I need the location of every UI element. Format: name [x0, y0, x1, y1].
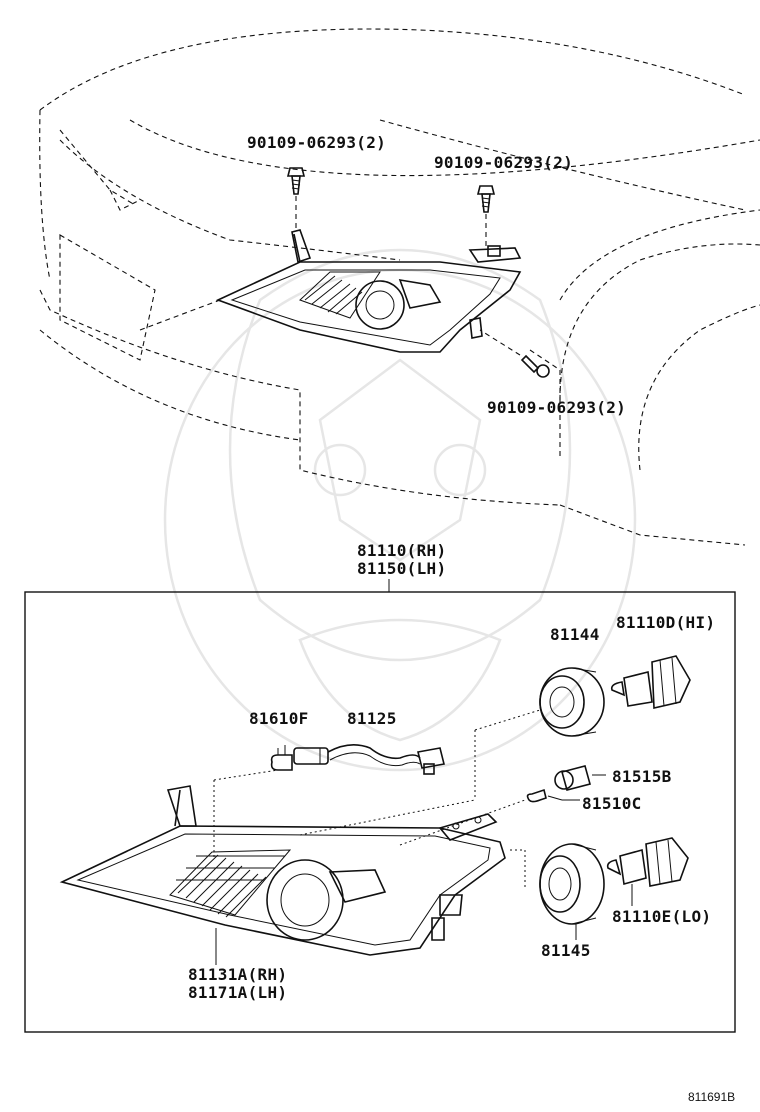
part-label-bolt-2: 90109-06293(2) — [434, 153, 573, 172]
hi-beam-cap-icon — [539, 667, 605, 737]
side-marker-bulb-icon — [526, 788, 580, 803]
exploded-view-frame — [24, 591, 736, 1033]
headlamp-housing — [59, 785, 506, 956]
part-label-cap-lo: 81145 — [541, 941, 591, 960]
watermark-emblem — [163, 248, 637, 772]
figure-id: 811691B — [688, 1090, 735, 1104]
part-label-bolt-3: 90109-06293(2) — [487, 398, 626, 417]
assembly-guides — [213, 709, 541, 890]
socket-harness-icon — [293, 744, 445, 775]
part-label-bulb-f: 81610F — [249, 709, 309, 728]
small-bulb-icon — [270, 745, 293, 771]
headlamp-installed — [215, 229, 522, 353]
part-label-assy-rh: 81110(RH) — [357, 541, 446, 560]
part-label-socket: 81125 — [347, 709, 397, 728]
part-label-assy-lh: 81150(LH) — [357, 559, 446, 578]
bolt-icon — [476, 185, 496, 248]
bolt-icon — [286, 167, 306, 230]
part-label-housing-lh: 81171A(LH) — [188, 983, 287, 1002]
part-label-cap-hi: 81144 — [550, 625, 600, 644]
lo-beam-cap-icon — [539, 843, 605, 940]
car-body-outline — [39, 28, 760, 546]
part-label-bulb-hi: 81110D(HI) — [616, 613, 715, 632]
bolt-icon — [479, 329, 550, 378]
part-label-bulb-lo: 81110E(LO) — [612, 907, 711, 926]
side-marker-socket-icon — [554, 765, 606, 791]
part-label-housing-rh: 81131A(RH) — [188, 965, 287, 984]
hi-beam-bulb-icon — [610, 655, 691, 709]
part-label-socket-b: 81515B — [612, 767, 672, 786]
lo-beam-bulb-icon — [606, 837, 689, 906]
part-label-bolt-1: 90109-06293(2) — [247, 133, 386, 152]
part-label-bulb-c: 81510C — [582, 794, 642, 813]
